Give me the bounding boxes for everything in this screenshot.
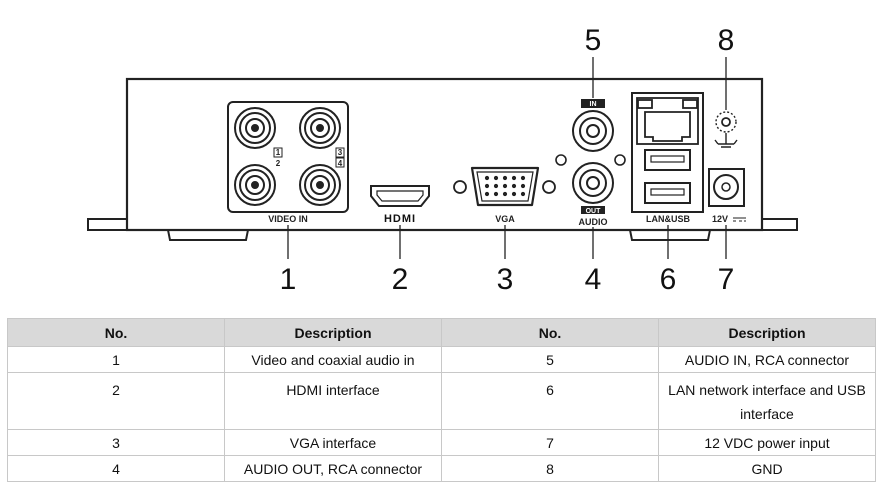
audio-label: AUDIO bbox=[579, 217, 608, 227]
hdmi-port: HDMI bbox=[370, 185, 430, 225]
table-cell: 5 bbox=[441, 346, 659, 373]
audio-in-label: IN bbox=[590, 101, 597, 108]
table-cell: 6 bbox=[441, 372, 659, 430]
ground-terminal bbox=[714, 111, 738, 148]
table-cell: 7 bbox=[441, 429, 659, 456]
vga-pin bbox=[520, 183, 526, 189]
vga-pin bbox=[493, 183, 499, 189]
vga-pin bbox=[502, 175, 508, 181]
power-label: 12V bbox=[712, 214, 728, 224]
header-no-left: No. bbox=[7, 318, 225, 347]
table-cell: 4 bbox=[7, 455, 225, 482]
video-in-label: VIDEO IN bbox=[268, 214, 308, 224]
table-cell: AUDIO IN, RCA connector bbox=[658, 346, 876, 373]
callout-leaders bbox=[287, 57, 727, 259]
bnc-number-2: 2 bbox=[276, 159, 281, 168]
table-cell: AUDIO OUT, RCA connector bbox=[224, 455, 442, 482]
table-cell: 8 bbox=[441, 455, 659, 482]
table-cell: HDMI interface bbox=[224, 372, 442, 430]
callout-3: 3 bbox=[497, 263, 514, 296]
table-row: 4 AUDIO OUT, RCA connector 8 GND bbox=[7, 455, 876, 482]
table-row: 1 Video and coaxial audio in 5 AUDIO IN,… bbox=[7, 346, 876, 373]
header-no-right: No. bbox=[441, 318, 659, 347]
bnc-number-3: 3 bbox=[338, 148, 343, 157]
vga-pin bbox=[511, 183, 517, 189]
vga-pin bbox=[493, 175, 499, 181]
audio-out-label: OUT bbox=[586, 208, 602, 215]
header-description-left: Description bbox=[224, 318, 442, 347]
vga-pin bbox=[511, 191, 517, 197]
dc-symbol-icon bbox=[733, 217, 746, 222]
table-cell: VGA interface bbox=[224, 429, 442, 456]
callout-8: 8 bbox=[718, 24, 735, 57]
vga-pin bbox=[484, 191, 490, 197]
power-input: 12V bbox=[708, 168, 746, 224]
table-cell: 12 VDC power input bbox=[658, 429, 876, 456]
table-row: 3 VGA interface 7 12 VDC power input bbox=[7, 429, 876, 456]
lan-usb-block: LAN&USB bbox=[631, 92, 704, 224]
bnc-number-1: 1 bbox=[276, 148, 281, 157]
vga-label: VGA bbox=[495, 214, 515, 224]
callout-5: 5 bbox=[585, 24, 602, 57]
vga-pin bbox=[520, 175, 526, 181]
table-cell: 3 bbox=[7, 429, 225, 456]
lan-usb-label: LAN&USB bbox=[646, 214, 690, 224]
hdmi-label: HDMI bbox=[384, 213, 416, 225]
vga-pin bbox=[484, 175, 490, 181]
callout-1: 1 bbox=[280, 263, 297, 296]
header-description-right: Description bbox=[658, 318, 876, 347]
table-cell: GND bbox=[658, 455, 876, 482]
vga-pin bbox=[511, 175, 517, 181]
callout-2: 2 bbox=[392, 263, 409, 296]
callout-7: 7 bbox=[718, 263, 735, 296]
table-cell: Video and coaxial audio in bbox=[224, 346, 442, 373]
lan-port bbox=[636, 97, 699, 145]
rear-panel-diagram: 1 2 3 4 VIDEO IN HDMI VGA IN O bbox=[87, 24, 798, 296]
table-cell: 2 bbox=[7, 372, 225, 430]
bnc-number-4: 4 bbox=[338, 159, 343, 168]
vga-pin bbox=[493, 191, 499, 197]
video-in-block: 1 2 3 4 VIDEO IN bbox=[227, 101, 349, 224]
table-header-row: No. Description No. Description bbox=[7, 318, 876, 347]
callout-6: 6 bbox=[660, 263, 677, 296]
vga-pin bbox=[520, 191, 526, 197]
ground-icon bbox=[714, 133, 738, 148]
interface-table: No. Description No. Description 1 Video … bbox=[7, 318, 876, 482]
usb-ports bbox=[644, 149, 691, 204]
callout-4: 4 bbox=[585, 263, 602, 296]
vga-pin bbox=[502, 183, 508, 189]
table-cell: LAN network interface and USB interface bbox=[658, 372, 876, 430]
vga-pin bbox=[502, 191, 508, 197]
vga-port: VGA bbox=[453, 166, 556, 224]
table-row: 2 HDMI interface 6 LAN network interface… bbox=[7, 372, 876, 430]
vga-pin bbox=[484, 183, 490, 189]
audio-ports: IN OUT AUDIO bbox=[555, 99, 626, 227]
table-cell: 1 bbox=[7, 346, 225, 373]
